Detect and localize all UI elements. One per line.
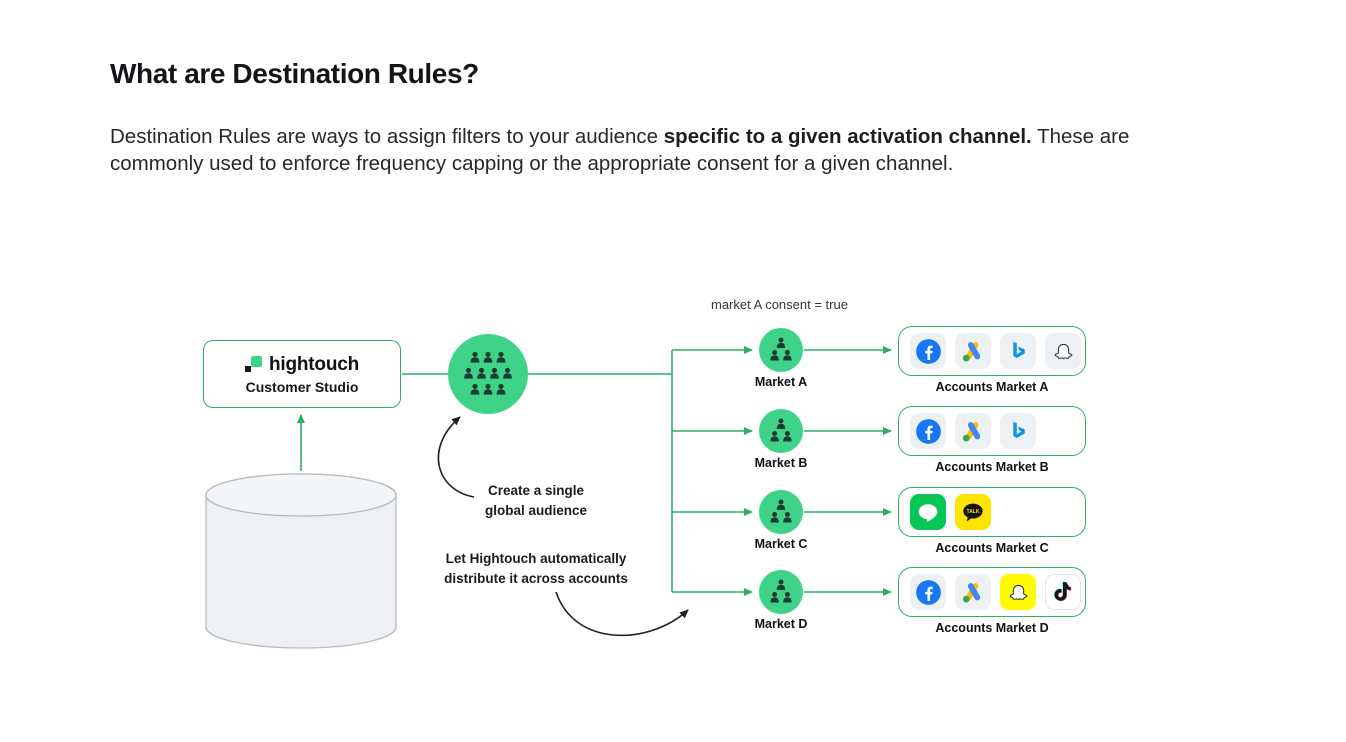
tiktok-icon — [1045, 574, 1081, 610]
hightouch-logo: hightouch — [244, 353, 359, 376]
consent-note: market A consent = true — [711, 297, 848, 312]
note-line: Let Hightouch automatically — [445, 551, 627, 566]
intro-text-after: These are — [1031, 125, 1130, 148]
group-icon — [770, 499, 792, 523]
accounts-box-market-a — [898, 326, 1086, 376]
line-icon — [910, 494, 946, 530]
group-icon — [770, 579, 792, 603]
audience-crowd-icon — [464, 351, 512, 395]
market-c-label: Market C — [754, 537, 808, 551]
create-audience-note: Create a single global audience — [451, 481, 621, 520]
accounts-box-market-d — [898, 567, 1086, 617]
hightouch-logo-icon — [244, 356, 262, 373]
market-b-circle — [759, 409, 803, 453]
google-ads-icon — [955, 574, 991, 610]
kakao-talk-text: TALK — [967, 509, 980, 515]
accounts-box-market-b — [898, 406, 1086, 456]
accounts-market-c-label: Accounts Market C — [935, 541, 1049, 555]
accounts-market-d-label: Accounts Market D — [935, 621, 1049, 635]
distribute-note: Let Hightouch automatically distribute i… — [434, 549, 638, 588]
note-line: global audience — [484, 502, 588, 518]
market-a-circle — [759, 328, 803, 372]
database-cylinder-icon — [205, 473, 397, 649]
note-line: distribute it across accounts — [444, 570, 628, 586]
accounts-market-b-label: Accounts Market B — [935, 460, 1049, 474]
facebook-icon — [910, 574, 946, 610]
kakaotalk-icon: TALK — [955, 494, 991, 530]
curved-arrow-distribute — [555, 591, 689, 637]
intro-text-before: Destination Rules are ways to assign fil… — [110, 125, 664, 148]
global-audience-circle — [448, 334, 528, 414]
market-a-label: Market A — [754, 375, 808, 389]
group-icon — [770, 337, 792, 361]
customer-studio-label: Customer Studio — [245, 378, 359, 395]
facebook-icon — [910, 413, 946, 449]
intro-bold-text: specific to a given activation channel. — [663, 125, 1032, 148]
google-ads-icon — [955, 333, 991, 369]
market-d-label: Market D — [754, 617, 808, 631]
hightouch-studio-box: hightouch Customer Studio — [203, 340, 401, 408]
google-ads-icon — [955, 413, 991, 449]
snapchat-icon — [1045, 333, 1081, 369]
snapchat-icon — [1000, 574, 1036, 610]
group-icon — [770, 418, 792, 442]
accounts-market-a-label: Accounts Market A — [935, 380, 1049, 394]
intro-paragraph: Destination Rules are ways to assign fil… — [110, 123, 1276, 177]
accounts-box-market-c: TALK — [898, 487, 1086, 537]
intro-text-line2: commonly used to enforce frequency cappi… — [110, 152, 954, 176]
market-c-circle — [759, 490, 803, 534]
bing-icon — [1000, 333, 1036, 369]
page-title: What are Destination Rules? — [110, 58, 479, 89]
bing-icon — [1000, 413, 1036, 449]
facebook-icon — [910, 333, 946, 369]
market-b-label: Market B — [754, 456, 808, 470]
market-d-circle — [759, 570, 803, 614]
hightouch-brand-text: hightouch — [268, 353, 359, 375]
note-line: Create a single — [487, 483, 585, 498]
